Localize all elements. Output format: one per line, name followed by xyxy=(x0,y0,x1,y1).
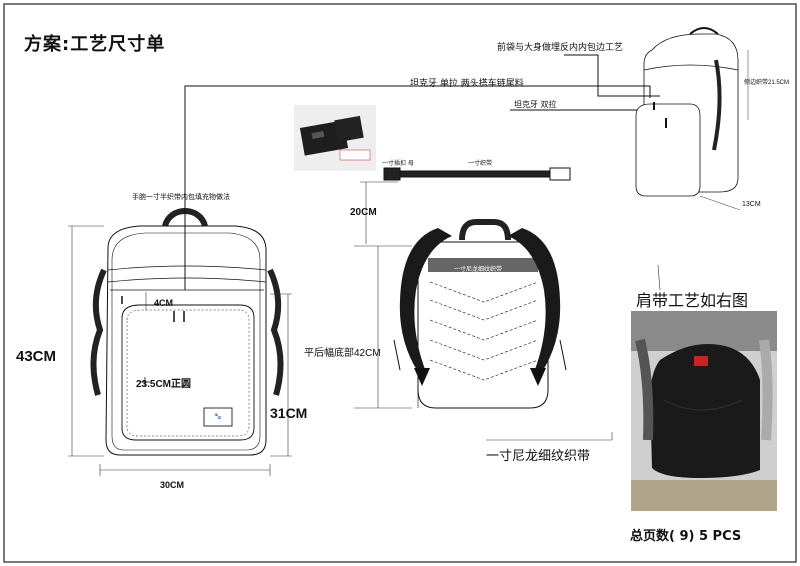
buckle-icon xyxy=(383,167,401,181)
depth-dimension: 13CM xyxy=(742,201,761,208)
svg-text:🐾: 🐾 xyxy=(214,413,222,420)
page-title: 方案:工艺尺寸单 xyxy=(24,34,166,55)
pocket-top-dimension: 4CM xyxy=(154,298,174,308)
side-backpack xyxy=(635,27,749,211)
front-backpack: 🐾 xyxy=(90,208,284,456)
front-pocket-process-label: 前袋与大身做埋反内内包边工艺 xyxy=(497,43,624,53)
width-dimension: 30CM xyxy=(160,480,185,490)
strap-photo xyxy=(631,311,777,511)
top-gap-dimension: 20CM xyxy=(350,207,377,218)
logo-icon xyxy=(203,407,233,427)
handle-label: 手腕一寸半织带内包填充物做法 xyxy=(132,193,230,201)
back-flat-dimension: 平后幅底部42CM xyxy=(304,348,381,359)
pocket-height-dimension: 31CM xyxy=(270,405,308,421)
front-dimension-lines xyxy=(68,202,292,476)
page-frame xyxy=(3,3,797,563)
strap-process-title: 肩带工艺如右图 xyxy=(636,291,749,310)
move-icon xyxy=(140,377,150,387)
back-dimension-lines xyxy=(354,181,661,441)
nylon-webbing-label: 一寸尼龙细纹织带 xyxy=(486,449,591,464)
height-dimension: 43CM xyxy=(16,348,57,365)
buckle-photo xyxy=(294,105,376,171)
zipper-single-label: 坦克牙 单拉 两头搭车链尾料 xyxy=(410,79,524,89)
webbing-back-label: 一寸尼龙细纹织带 xyxy=(454,266,503,273)
back-backpack xyxy=(383,167,571,409)
buckle-label: 一寸插扣 母 xyxy=(382,160,414,167)
circle-dimension: 23.5CM正圆 xyxy=(136,379,192,390)
side-webbing-dimension: 侧边织带21.5CM xyxy=(744,80,790,86)
zipper-double-label: 坦克牙 双拉 xyxy=(514,100,557,109)
webbing-top-label: 一寸织带 xyxy=(468,160,493,167)
total-pages-label: 总页数( 9) 5 PCS xyxy=(630,529,742,544)
